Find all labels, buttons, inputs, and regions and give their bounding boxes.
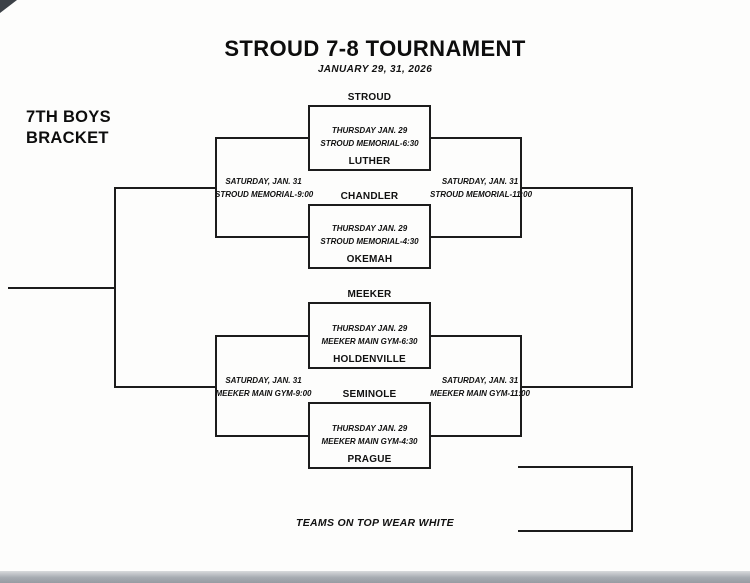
match2-loser-line xyxy=(215,236,308,238)
luther-team-line xyxy=(308,169,431,171)
bracket-label: 7TH BOYS BRACKET xyxy=(26,107,111,149)
team-label-holdenville: HOLDENVILLE xyxy=(333,354,406,365)
match4-schedule: THURSDAY JAN. 29 MEEKER MAIN GYM-4:30 xyxy=(308,424,431,446)
match2-day: THURSDAY JAN. 29 xyxy=(331,224,408,233)
match1-loser-line xyxy=(215,137,308,139)
scan-corner-artifact xyxy=(0,0,17,13)
extra-game-bottom-line xyxy=(518,530,632,532)
consolation-top-day: SATURDAY, JAN. 31 xyxy=(225,177,302,186)
consolation-final-connector xyxy=(114,187,116,388)
stroud-team-line xyxy=(308,105,431,107)
match2-winner-line xyxy=(430,236,521,238)
match2-left-connector xyxy=(308,204,310,269)
consolation-top-schedule: SATURDAY, JAN. 31 STROUD MEMORIAL-9:00 xyxy=(215,177,314,199)
bracket-label-line2: BRACKET xyxy=(26,129,109,147)
scan-bottom-edge xyxy=(0,571,750,583)
match4-right-connector xyxy=(429,402,431,469)
match3-loser-line xyxy=(215,335,308,337)
match2-venue: STROUD MEMORIAL-4:30 xyxy=(320,237,419,246)
holdenville-team-line xyxy=(308,367,431,369)
winners-bottom-day: SATURDAY, JAN. 31 xyxy=(441,376,519,385)
match4-left-connector xyxy=(308,402,310,469)
team-label-okemah: OKEMAH xyxy=(346,254,393,265)
consolation-top-venue: STROUD MEMORIAL-9:00 xyxy=(215,190,314,199)
match1-left-connector xyxy=(308,105,310,171)
winners-top-venue: STROUD MEMORIAL-11:00 xyxy=(430,190,533,199)
match4-venue: MEEKER MAIN GYM-4:30 xyxy=(321,437,418,446)
semifinal-bottom-winner-line xyxy=(521,386,632,388)
bracket-label-line1: 7TH BOYS xyxy=(26,108,111,126)
match1-winner-line xyxy=(430,137,521,139)
team-label-seminole: SEMINOLE xyxy=(342,389,397,400)
match1-right-connector xyxy=(429,105,431,171)
consolation-top-winner-line xyxy=(114,187,215,189)
meeker-team-line xyxy=(308,302,431,304)
match3-left-connector xyxy=(308,302,310,369)
match1-venue: STROUD MEMORIAL-6:30 xyxy=(320,139,419,148)
prague-team-line xyxy=(308,467,431,469)
semifinal-top-connector xyxy=(520,137,522,238)
consolation-bottom-schedule: SATURDAY, JAN. 31 MEEKER MAIN GYM-9:00 xyxy=(215,376,312,398)
match3-schedule: THURSDAY JAN. 29 MEEKER MAIN GYM-6:30 xyxy=(308,324,431,346)
match2-right-connector xyxy=(429,204,431,269)
team-label-stroud: STROUD xyxy=(347,92,392,103)
consolation-top-connector xyxy=(215,137,217,238)
seminole-team-line xyxy=(308,402,431,404)
consolation-bottom-winner-line xyxy=(114,386,215,388)
page-subtitle: JANUARY 29, 31, 2026 xyxy=(317,64,433,75)
match3-winner-line xyxy=(430,335,521,337)
match1-schedule: THURSDAY JAN. 29 STROUD MEMORIAL-6:30 xyxy=(308,126,431,148)
team-label-meeker: MEEKER xyxy=(347,289,392,300)
match3-right-connector xyxy=(429,302,431,369)
match3-day: THURSDAY JAN. 29 xyxy=(331,324,408,333)
extra-game-connector xyxy=(631,466,633,532)
winners-bottom-schedule: SATURDAY, JAN. 31 MEEKER MAIN GYM-11:00 xyxy=(430,376,530,398)
team-label-luther: LUTHER xyxy=(348,156,391,167)
team-label-chandler: CHANDLER xyxy=(340,191,399,202)
chandler-team-line xyxy=(308,204,431,206)
consolation-bottom-venue: MEEKER MAIN GYM-9:00 xyxy=(215,389,312,398)
consolation-bottom-day: SATURDAY, JAN. 31 xyxy=(225,376,302,385)
okemah-team-line xyxy=(308,267,431,269)
semifinal-top-winner-line xyxy=(521,187,632,189)
match4-winner-line xyxy=(430,435,521,437)
winners-bottom-venue: MEEKER MAIN GYM-11:00 xyxy=(430,389,530,398)
consolation-bottom-connector xyxy=(215,335,217,437)
page-title: STROUD 7-8 TOURNAMENT xyxy=(224,36,526,61)
championship-connector xyxy=(631,187,633,388)
match3-venue: MEEKER MAIN GYM-6:30 xyxy=(321,337,418,346)
match4-day: THURSDAY JAN. 29 xyxy=(331,424,408,433)
winners-top-day: SATURDAY, JAN. 31 xyxy=(441,177,519,186)
footer-note: TEAMS ON TOP WEAR WHITE xyxy=(296,517,454,529)
semifinal-bottom-connector xyxy=(520,335,522,437)
match2-schedule: THURSDAY JAN. 29 STROUD MEMORIAL-4:30 xyxy=(308,224,431,246)
consolation-champion-line xyxy=(8,287,114,289)
team-label-prague: PRAGUE xyxy=(347,454,392,465)
match1-day: THURSDAY JAN. 29 xyxy=(331,126,408,135)
match4-loser-line xyxy=(215,435,308,437)
winners-top-schedule: SATURDAY, JAN. 31 STROUD MEMORIAL-11:00 xyxy=(430,177,533,199)
extra-game-top-line xyxy=(518,466,632,468)
